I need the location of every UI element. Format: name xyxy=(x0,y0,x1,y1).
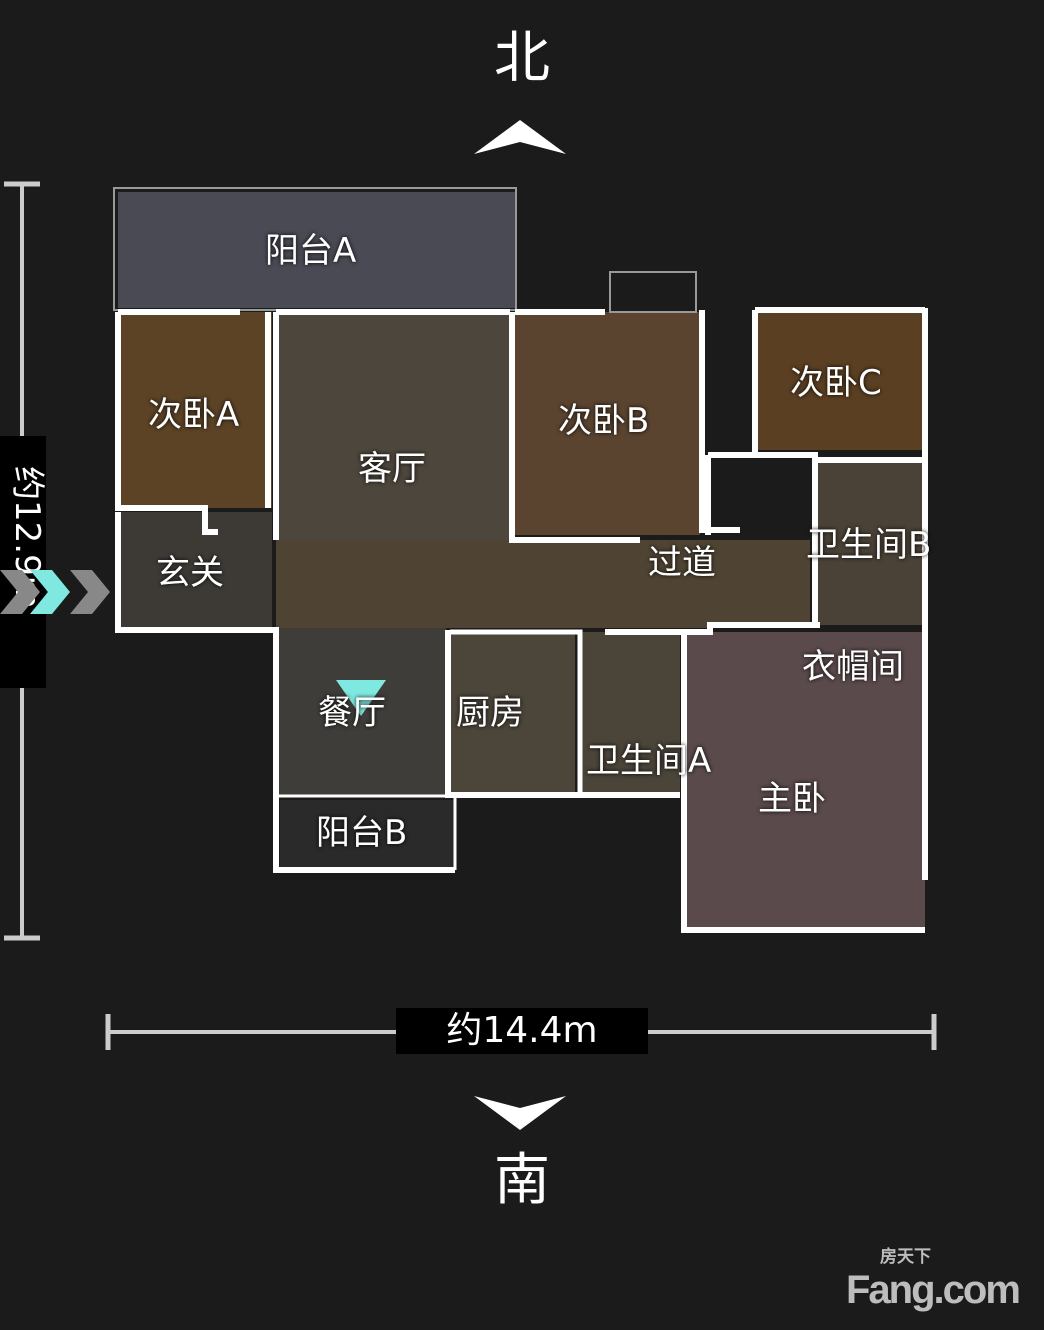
label-bedroom-b: 次卧B xyxy=(558,401,650,441)
label-kitchen: 厨房 xyxy=(456,693,524,733)
north-label: 北 xyxy=(494,26,550,91)
room-balcony-b[interactable] xyxy=(280,800,455,868)
label-bedroom-c: 次卧C xyxy=(790,363,882,403)
room-bathroom-b[interactable] xyxy=(815,460,925,625)
label-balcony-a: 阳台A xyxy=(265,231,357,271)
north-arrow-icon xyxy=(474,120,566,154)
height-dimension-label: 约12.9m xyxy=(0,436,47,688)
label-bedroom-a: 次卧A xyxy=(148,395,240,435)
label-entrance: 玄关 xyxy=(156,553,224,593)
south-label: 南 xyxy=(494,1148,550,1213)
logo-en: Fang.com xyxy=(846,1268,1021,1312)
label-bathroom-b: 卫生间B xyxy=(806,525,932,565)
label-master-bedroom: 主卧 xyxy=(758,779,826,819)
room-kitchen[interactable] xyxy=(450,632,575,795)
room-bedroom-b[interactable] xyxy=(515,312,700,535)
label-cloakroom: 衣帽间 xyxy=(802,647,904,687)
room-bedroom-c[interactable] xyxy=(756,310,926,450)
room-master-bedroom[interactable] xyxy=(685,632,925,928)
room-living[interactable] xyxy=(276,312,512,540)
logo-cn: 房天下 xyxy=(880,1247,931,1266)
room-balcony-a[interactable] xyxy=(118,192,515,308)
south-arrow-icon xyxy=(474,1096,566,1130)
label-dining-room: 餐厅 xyxy=(318,693,386,733)
label-corridor: 过道 xyxy=(648,543,716,583)
room-corridor[interactable] xyxy=(276,540,810,628)
entrance-arrow-icon xyxy=(0,570,110,614)
viewpoint-marker-icon xyxy=(336,680,386,716)
room-bedroom-a[interactable] xyxy=(120,312,272,508)
label-balcony-b: 阳台B xyxy=(316,813,408,853)
label-bathroom-a: 卫生间A xyxy=(586,741,712,781)
label-living-room: 客厅 xyxy=(358,449,426,489)
width-dimension-label: 约14.4m xyxy=(396,1008,648,1054)
room-bathroom-a[interactable] xyxy=(578,632,680,795)
room-entrance[interactable] xyxy=(120,512,272,628)
